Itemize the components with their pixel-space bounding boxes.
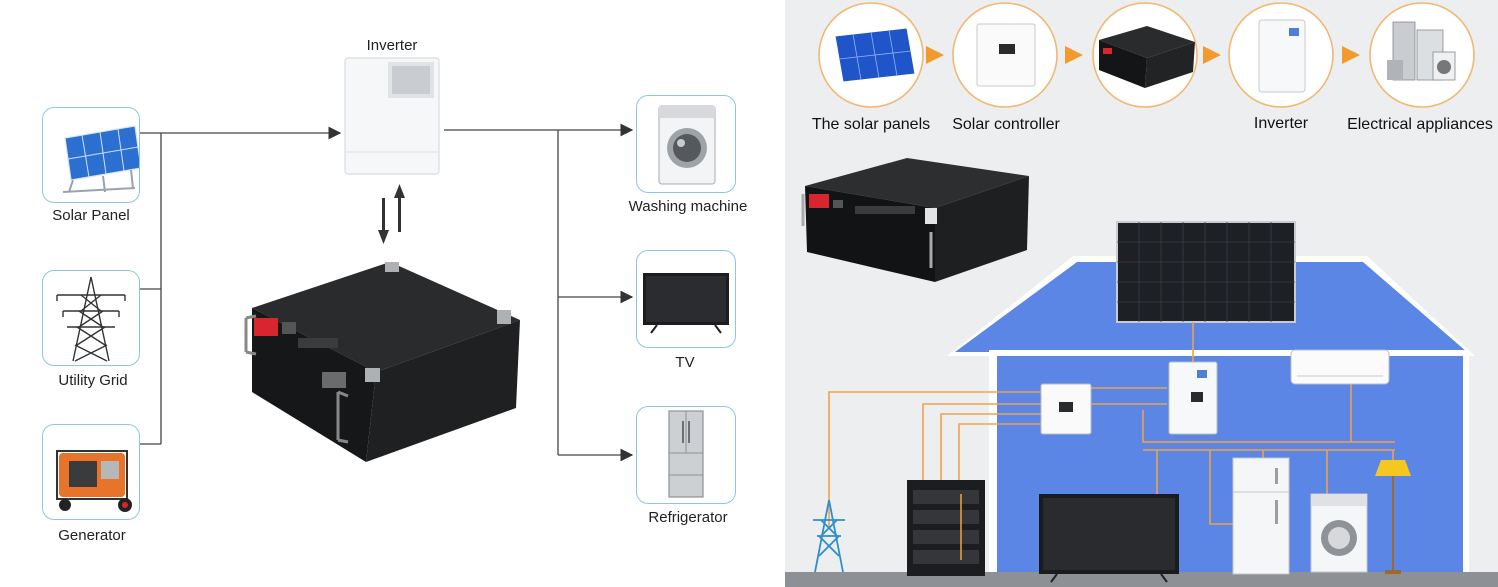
output-box-washer [636, 95, 736, 193]
output-label-tv: TV [675, 354, 695, 371]
flow-label-appliances: Electrical appliances [1347, 116, 1493, 133]
inverter-label: Inverter [366, 37, 418, 54]
air-conditioner [1290, 349, 1390, 385]
battery-module-icon [1099, 26, 1195, 88]
flow-arrows [926, 46, 1360, 64]
output-label-washer: Washing machine [628, 198, 748, 215]
utility-tower [813, 499, 845, 573]
source-label-solar: Solar Panel [52, 207, 130, 224]
floor-lamp [1375, 460, 1411, 574]
right-diagram: The solar panels Solar controller Invert… [785, 0, 1498, 587]
appliances-icon [1387, 21, 1456, 81]
output-box-fridge [636, 406, 736, 504]
source-label-generator: Generator [58, 527, 126, 544]
solar-panels-icon [834, 27, 916, 83]
roof-solar-panel [1116, 221, 1296, 323]
output-connectors [444, 123, 634, 462]
output-box-tv [636, 250, 736, 348]
source-label-grid: Utility Grid [58, 372, 128, 389]
washing-machine-icon [658, 105, 716, 185]
source-box-generator [42, 424, 140, 520]
bidirectional-arrows [378, 184, 405, 244]
tv-icon [643, 273, 729, 334]
battery-rack-module [801, 158, 1029, 282]
solar-controller-icon [976, 23, 1036, 87]
source-connectors [139, 126, 342, 445]
rack-battery-icon [244, 262, 520, 462]
output-label-fridge: Refrigerator [648, 509, 728, 526]
source-box-grid [42, 270, 140, 366]
power-tower-icon [56, 276, 126, 362]
generator-icon [56, 450, 132, 512]
source-box-solar [42, 107, 140, 203]
inverter-icon [1258, 19, 1306, 93]
solar-panel-icon [62, 125, 139, 193]
inverter-device [344, 57, 440, 175]
flow-label-solar-panels: The solar panels [811, 116, 931, 133]
refrigerator-icon [668, 410, 704, 498]
house-refrigerator [1232, 457, 1290, 575]
battery-cabinet [907, 480, 985, 576]
flow-label-solar-controller: Solar controller [952, 116, 1060, 133]
flow-label-inverter: Inverter [1253, 115, 1309, 132]
house-solar-controller [1040, 383, 1092, 435]
right-diagram-canvas [785, 2, 1498, 587]
house-washing-machine [1310, 493, 1368, 573]
house-inverter [1168, 361, 1218, 435]
house-tv [1039, 494, 1179, 583]
left-diagram: Inverter Solar Panel Utility Grid [42, 37, 748, 544]
left-diagram-canvas [139, 57, 634, 462]
house-wiring [828, 322, 1395, 528]
